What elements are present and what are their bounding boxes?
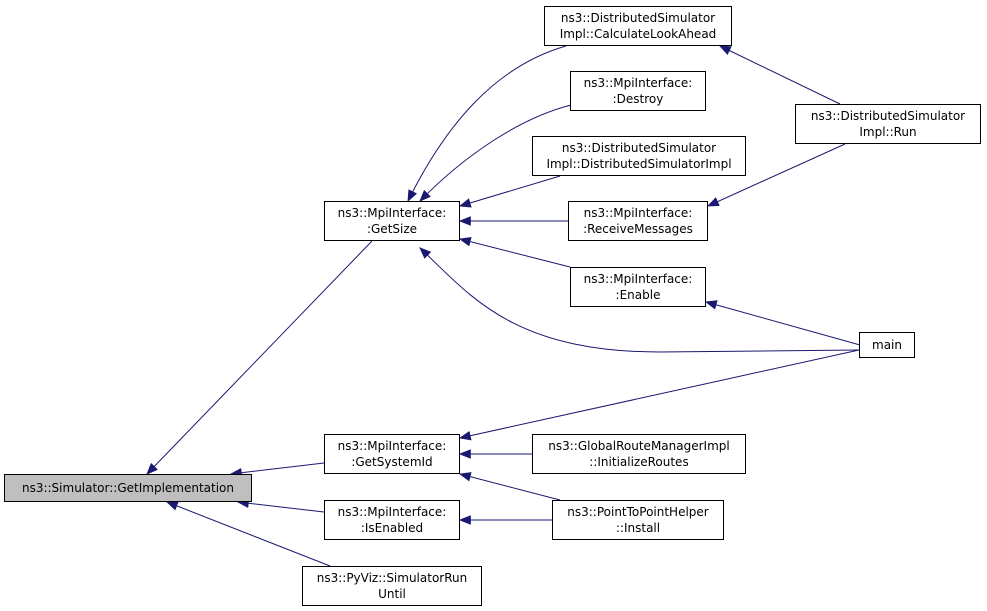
node-mpiinterface-isenabled[interactable]: ns3::MpiInterface: :IsEnabled [324,500,460,540]
node-label-line: ns3::MpiInterface: [337,505,447,519]
node-label-line: ns3::DistributedSimulator [561,141,717,155]
node-mpiinterface-getsystemid[interactable]: ns3::MpiInterface: :GetSystemId [324,434,460,474]
node-pointtopointhelper-install[interactable]: ns3::PointToPointHelper ::Install [552,500,724,540]
node-label-line: ns3::PyViz::SimulatorRun [316,571,468,585]
edge-mpi-getsize-to-dsi-calclookahead [407,45,567,203]
node-label-line: ns3::MpiInterface: [583,206,693,220]
node-label-line: :IsEnabled [360,521,424,535]
node-mpiinterface-enable[interactable]: ns3::MpiInterface: :Enable [570,267,706,307]
node-globalroutemanagerimpl-initializeroutes[interactable]: ns3::GlobalRouteManagerImpl ::Initialize… [532,434,746,474]
edge-mpi-receivemessages-to-dsi-run [706,143,846,207]
node-distributedsimulatorimpl-calculatelookahead[interactable]: ns3::DistributedSimulator Impl::Calculat… [544,6,732,46]
node-label-line: ns3::GlobalRouteManagerImpl [548,439,730,453]
node-mpiinterface-getsize[interactable]: ns3::MpiInterface: :GetSize [324,201,460,241]
node-label-line: main [872,338,902,352]
edge-mpi-getsize-to-main [419,247,860,353]
node-label-line: ns3::DistributedSimulator [810,109,966,123]
node-label-line: Impl::Run [859,125,917,139]
node-label-line: ::InitializeRoutes [589,455,689,469]
edge-mpi-getsystemid-to-p2p-install [458,472,561,501]
node-simulator-getimplementation: ns3::Simulator::GetImplementation [4,474,252,502]
node-label-line: ns3::MpiInterface: [337,206,447,220]
edge-mpi-getsize-to-dsi-ctor [458,175,561,208]
node-pyviz-simulatorrununtil[interactable]: ns3::PyViz::SimulatorRun Until [302,566,482,606]
node-label-line: ns3::PointToPointHelper [567,505,709,519]
node-label-line: :Destroy [612,92,664,106]
node-label-line: ns3::MpiInterface: [583,272,693,286]
edge-mpi-getsize-to-mpi-enable [458,237,571,268]
node-main[interactable]: main [859,332,915,358]
node-label-line: :GetSystemId [351,455,433,469]
node-label-line: :Enable [615,288,661,302]
node-label-line: Impl::CalculateLookAhead [559,27,717,41]
node-label-line: :ReceiveMessages [583,222,693,236]
node-label-line: ns3::MpiInterface: [337,439,447,453]
edge-simulator-getimpl-to-pyviz-simrununtil [165,501,331,567]
edge-mpi-enable-to-main [704,300,861,346]
edge-simulator-getimpl-to-mpi-isenabled [236,498,325,513]
node-distributedsimulatorimpl-run[interactable]: ns3::DistributedSimulator Impl::Run [795,104,981,144]
node-label-line: ns3::DistributedSimulator [560,11,716,25]
node-label-line: :GetSize [366,222,418,236]
edge-simulator-getimpl-to-mpi-getsize [146,240,373,475]
edge-mpi-getsize-to-mpi-destroy [419,102,581,202]
edge-simulator-getimpl-to-mpi-getsystemid [229,462,325,478]
edge-mpi-getsystemid-to-main [458,349,860,441]
node-label-line: ::Install [615,521,661,535]
node-mpiinterface-receivemessages[interactable]: ns3::MpiInterface: :ReceiveMessages [568,201,708,241]
node-label-line: ns3::Simulator::GetImplementation [21,481,235,495]
node-label-line: Until [378,587,406,601]
node-distributedsimulatorimpl-constructor[interactable]: ns3::DistributedSimulator Impl::Distribu… [532,136,746,176]
edge-dsi-calclookahead-to-dsi-run [718,45,841,105]
node-label-line: Impl::DistributedSimulatorImpl [546,157,732,171]
node-mpiinterface-destroy[interactable]: ns3::MpiInterface: :Destroy [570,71,706,111]
node-label-line: ns3::MpiInterface: [583,76,693,90]
